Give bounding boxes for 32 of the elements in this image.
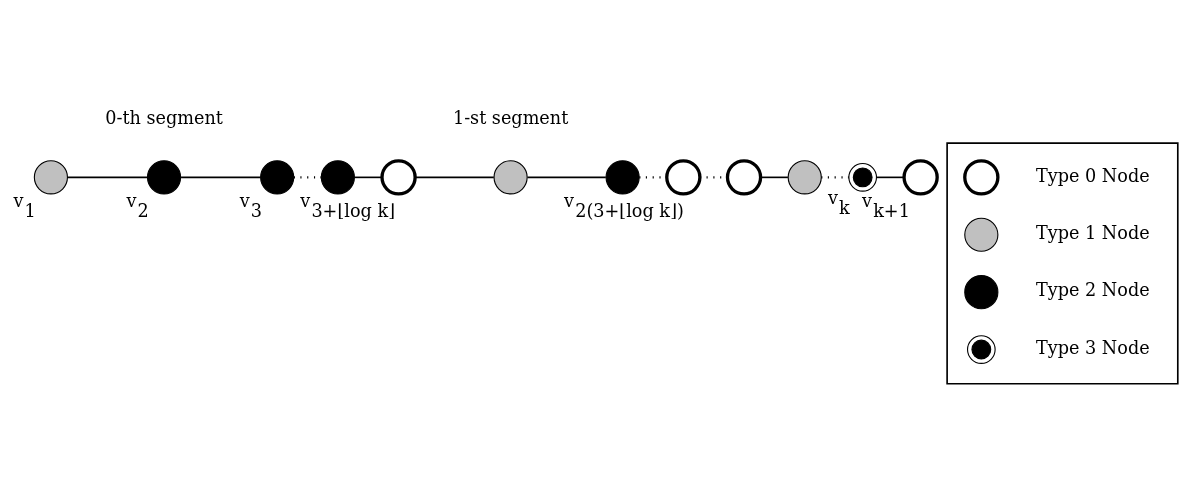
node-circle xyxy=(848,162,878,192)
legend-label: Type 3 Node xyxy=(1035,337,1150,358)
legend-label: Type 2 Node xyxy=(1035,279,1150,300)
connector xyxy=(414,176,495,178)
connector xyxy=(67,176,149,178)
legend-label: Type 1 Node xyxy=(1035,222,1150,243)
node-circle xyxy=(902,158,939,196)
node-circle xyxy=(963,158,1000,196)
connector xyxy=(821,175,849,178)
node-circle xyxy=(964,274,999,309)
node-circle xyxy=(787,159,822,194)
node-circle xyxy=(33,159,68,194)
node-circle xyxy=(725,158,763,196)
node-circle xyxy=(146,159,182,194)
node-circle xyxy=(665,158,702,196)
label: 0-th segment xyxy=(105,107,223,128)
connector xyxy=(526,176,607,178)
node-circle xyxy=(493,159,528,194)
connector xyxy=(759,176,789,178)
connector xyxy=(180,176,262,178)
node-circle xyxy=(964,217,999,252)
legend-label: Type 0 Node xyxy=(1035,165,1150,186)
label: 1-st segment xyxy=(452,107,569,128)
node-circle xyxy=(260,159,295,194)
connector xyxy=(875,176,905,178)
connector xyxy=(353,176,383,178)
node-circle xyxy=(967,334,996,364)
node-circle xyxy=(605,159,640,194)
connector xyxy=(293,175,322,178)
node-circle xyxy=(380,158,417,196)
node-circle xyxy=(320,159,355,194)
cluster xyxy=(946,141,1179,385)
